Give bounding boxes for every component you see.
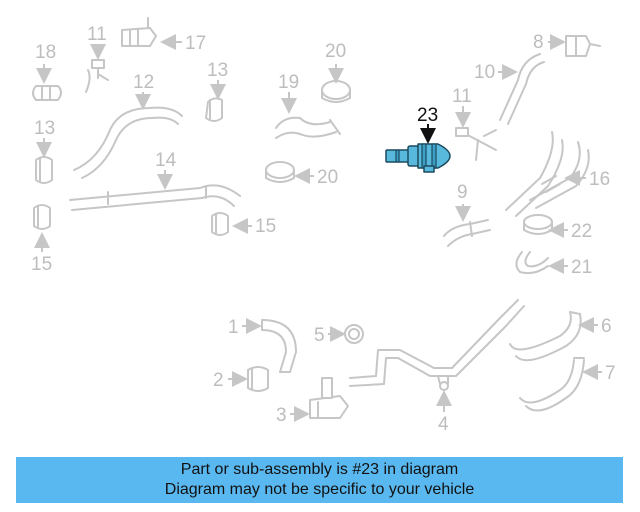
part-19-hose[interactable]	[275, 116, 341, 139]
callout-19: 19	[278, 72, 299, 93]
part-12-hose[interactable]	[73, 106, 183, 179]
part-6-hose[interactable]	[509, 311, 582, 362]
callout-17: 17	[185, 33, 206, 54]
callout-11b: 11	[452, 86, 472, 107]
part-9-hose-end[interactable]	[443, 219, 491, 247]
part-15-clamp-right[interactable]	[211, 212, 229, 236]
part-22-clamp[interactable]	[523, 214, 553, 235]
part-17-connector[interactable]	[121, 17, 157, 47]
callout-15b: 15	[31, 254, 52, 275]
callout-22: 22	[571, 221, 592, 242]
callout-13a: 13	[207, 60, 228, 81]
banner-line-2: Diagram may not be specific to your vehi…	[164, 481, 475, 498]
part-2-clamp[interactable]	[247, 366, 269, 392]
part-5-o-ring[interactable]	[344, 324, 364, 344]
part-20-clamp-upper[interactable]	[321, 80, 351, 103]
part-21-hose[interactable]	[515, 251, 549, 275]
part-1-hose[interactable]	[261, 319, 297, 373]
callout-13b: 13	[34, 118, 55, 139]
part-3-valve[interactable]	[309, 377, 349, 419]
part-14-long-hose[interactable]	[69, 184, 241, 211]
part-13-clamp-left[interactable]	[35, 156, 53, 184]
callout-21: 21	[571, 257, 592, 278]
part-13-clamp-upper[interactable]	[205, 97, 223, 122]
part-8-valve[interactable]	[565, 35, 601, 57]
part-4-pipe-assembly[interactable]	[349, 299, 525, 391]
part-23-highlighted[interactable]	[385, 143, 451, 173]
callout-12: 12	[133, 72, 154, 93]
callout-4: 4	[438, 414, 449, 435]
callout-8: 8	[533, 32, 544, 53]
callout-7: 7	[605, 363, 616, 384]
part-11-tee-right[interactable]	[455, 127, 497, 161]
part-10-hose[interactable]	[499, 53, 545, 125]
callout-1: 1	[228, 317, 239, 338]
callout-6: 6	[601, 316, 612, 337]
callout-3: 3	[276, 405, 287, 426]
callout-2: 2	[213, 370, 224, 391]
info-banner: Part or sub-assembly is #23 in diagram D…	[16, 457, 623, 503]
callout-14: 14	[155, 150, 177, 171]
part-15-clamp-left[interactable]	[33, 204, 51, 230]
callout-10: 10	[474, 62, 495, 83]
callout-18: 18	[35, 42, 56, 63]
callout-5: 5	[314, 325, 325, 346]
callout-11a: 11	[87, 24, 107, 45]
part-16-hose-assembly[interactable]	[505, 131, 590, 217]
part-7-hose[interactable]	[519, 357, 585, 412]
callout-20a: 20	[325, 41, 346, 62]
callout-9: 9	[457, 182, 468, 203]
callout-16: 16	[589, 169, 610, 190]
banner-line-1: Part or sub-assembly is #23 in diagram	[180, 461, 459, 478]
callout-15a: 15	[255, 216, 276, 237]
callout-20b: 20	[317, 167, 338, 188]
part-18-hose-end[interactable]	[32, 85, 62, 101]
callout-23: 23	[417, 105, 438, 126]
part-20-clamp-middle[interactable]	[265, 161, 295, 183]
part-11-tee-fitting[interactable]	[85, 59, 109, 93]
